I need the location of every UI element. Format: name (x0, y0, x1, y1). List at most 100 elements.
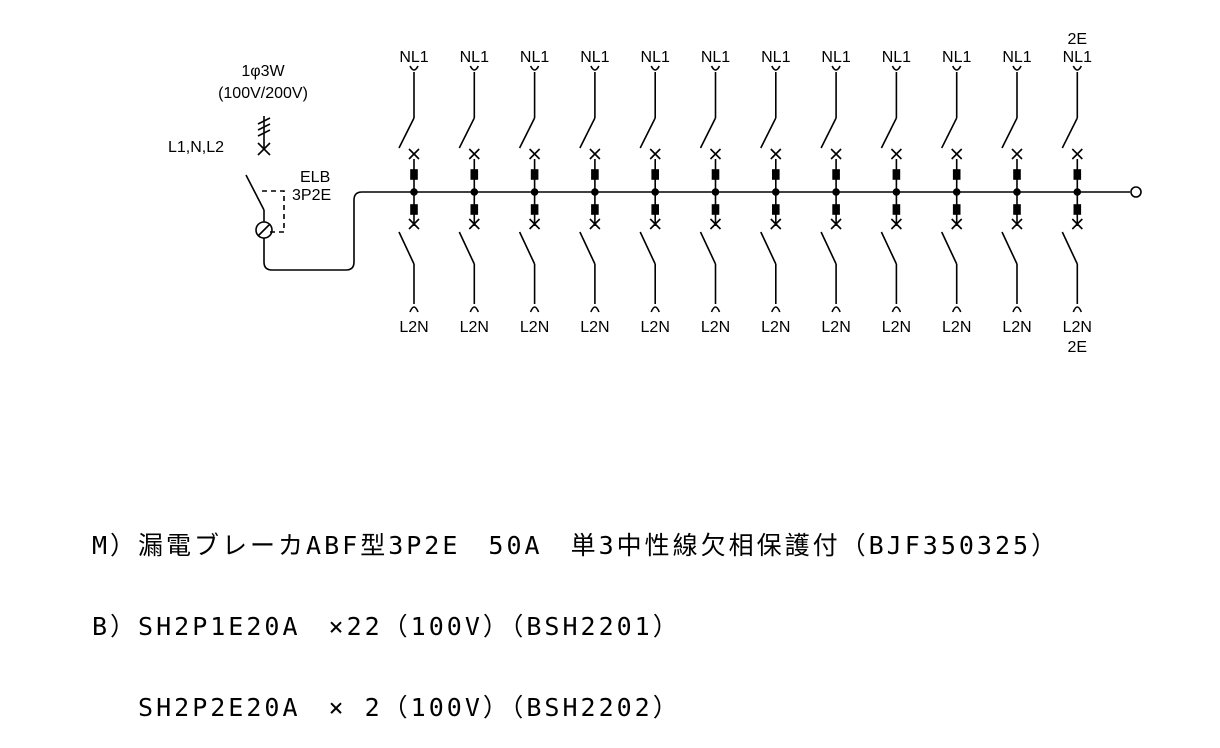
lower-contact-x (589, 218, 601, 230)
bottom-terminal (1012, 306, 1022, 313)
branch-top-label: NL1 (1002, 49, 1031, 66)
upper-contact-blade (579, 117, 596, 149)
lower-connector (530, 204, 539, 215)
upper-contact-blade (820, 117, 837, 149)
top-terminal (1072, 65, 1083, 71)
branch-breaker (579, 65, 601, 313)
bottom-terminal (650, 306, 660, 313)
main-breaker-poles-label: 3P2E (292, 187, 331, 204)
branch-top-label: NL1 (701, 49, 730, 66)
branch-top-label: NL1 (942, 49, 971, 66)
bus-junction-dot (530, 188, 539, 196)
top-terminal (831, 65, 841, 71)
lower-contact-x (468, 218, 480, 230)
upper-connector (771, 169, 780, 180)
branch-top-label: NL1 (641, 49, 670, 66)
lower-connector (711, 204, 720, 215)
top-terminal (469, 65, 480, 71)
lower-connector (651, 204, 660, 215)
bottom-terminal (831, 306, 841, 313)
branch-bottom-label: L2N (761, 319, 790, 336)
bottom-terminal (590, 306, 600, 313)
upper-contact-blade (398, 117, 415, 149)
top-terminal (771, 65, 781, 71)
lower-contact-x (649, 218, 661, 230)
upper-connector (1013, 169, 1021, 180)
top-terminal (710, 65, 721, 71)
bus-junction-dot (832, 188, 840, 196)
lower-contact-blade (760, 231, 777, 265)
branch-bottom-extra-label: 2E (1068, 339, 1088, 356)
bus-junction-dot (952, 188, 961, 196)
supply-phase-label: 1φ3W (241, 63, 285, 80)
bottom-terminal (469, 306, 480, 313)
lower-connector (1013, 204, 1021, 215)
lower-connector (892, 204, 901, 215)
bottom-terminal (409, 306, 419, 313)
upper-connector (651, 169, 660, 180)
upper-contact-blade (699, 117, 717, 149)
lower-contact-blade (518, 231, 536, 265)
top-terminal (590, 65, 600, 71)
lower-contact-x (770, 218, 782, 230)
elb-sensor-box (262, 190, 285, 233)
bus-junction-dot (591, 188, 599, 196)
upper-connector (591, 169, 599, 180)
upper-contact-x (468, 148, 480, 160)
supply-voltage-label: (100V/200V) (218, 85, 308, 102)
lower-contact-x (709, 218, 722, 230)
supply-block: 1φ3W (100V/200V) L1,N,L2 ELB 3P2E (168, 63, 1142, 271)
top-terminal (891, 65, 902, 71)
upper-connector (530, 169, 539, 180)
lower-connector (1073, 204, 1082, 215)
branch-breaker (699, 65, 722, 313)
branch-top-label: NL1 (520, 49, 549, 66)
branch-breaker (639, 65, 661, 313)
bus-junction-dot (711, 188, 720, 196)
top-terminal (529, 65, 540, 71)
branch-bottom-label: L2N (942, 319, 971, 336)
upper-contact-x (770, 148, 782, 160)
notes-block: M）漏電ブレーカABF型3P2E 50A 単3中性線欠相保護付（BJF35032… (92, 478, 1059, 748)
branch-breaker (518, 65, 541, 313)
main-contact-mark (257, 142, 271, 156)
lower-contact-blade (458, 231, 476, 265)
branch-top-label: NL1 (460, 49, 489, 66)
elb-trip-slash (257, 223, 271, 237)
branch-bottom-label: L2N (1063, 319, 1092, 336)
upper-contact-x (589, 148, 601, 160)
upper-contact-blade (458, 117, 476, 149)
lower-contact-x (529, 218, 541, 230)
lower-contact-x (830, 218, 842, 230)
branch-top-label: NL1 (882, 49, 911, 66)
lower-connector (771, 204, 780, 215)
upper-connector (1073, 169, 1082, 180)
bottom-terminal (891, 306, 902, 313)
branch-top-label: NL1 (1063, 49, 1092, 66)
lower-contact-x (1071, 218, 1083, 230)
branch-bottom-label: L2N (882, 319, 911, 336)
branch-top-extra-label: 2E (1068, 31, 1088, 48)
upper-contact-x (709, 148, 722, 160)
branch-bottom-label: L2N (821, 319, 850, 336)
top-terminal (650, 65, 660, 71)
lower-contact-x (951, 218, 963, 230)
supply-lines-label: L1,N,L2 (168, 139, 224, 156)
bus-junction-dot (651, 188, 660, 196)
branch-breaker (760, 65, 782, 313)
branch-top-label: NL1 (580, 49, 609, 66)
lower-connector (591, 204, 599, 215)
upper-contact-x (890, 148, 902, 160)
upper-contact-blade (880, 117, 898, 149)
bottom-terminal (529, 306, 540, 313)
upper-contact-blade (1061, 117, 1079, 149)
upper-contact-x (830, 148, 842, 160)
note-main-breaker: M）漏電ブレーカABF型3P2E 50A 単3中性線欠相保護付（BJF35032… (92, 531, 1060, 560)
main-switch-blade (245, 174, 265, 211)
upper-contact-blade (639, 117, 656, 149)
bus-junction-dot (1073, 188, 1082, 196)
branch-bottom-label: L2N (701, 319, 730, 336)
branch-bottom-label: L2N (520, 319, 549, 336)
upper-contact-blade (518, 117, 536, 149)
wire-count-slash (257, 123, 271, 131)
